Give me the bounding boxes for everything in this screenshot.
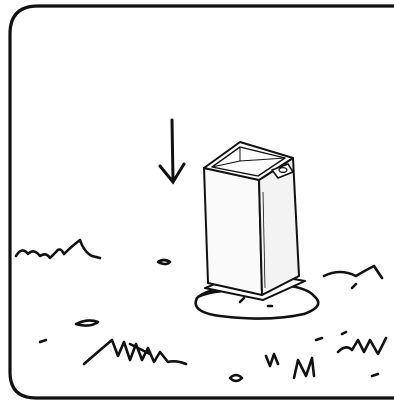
open-box-sleeve	[203, 141, 306, 301]
panel-frame	[8, 4, 394, 400]
down-arrow-icon	[158, 118, 186, 185]
grass-tufts	[14, 238, 388, 383]
